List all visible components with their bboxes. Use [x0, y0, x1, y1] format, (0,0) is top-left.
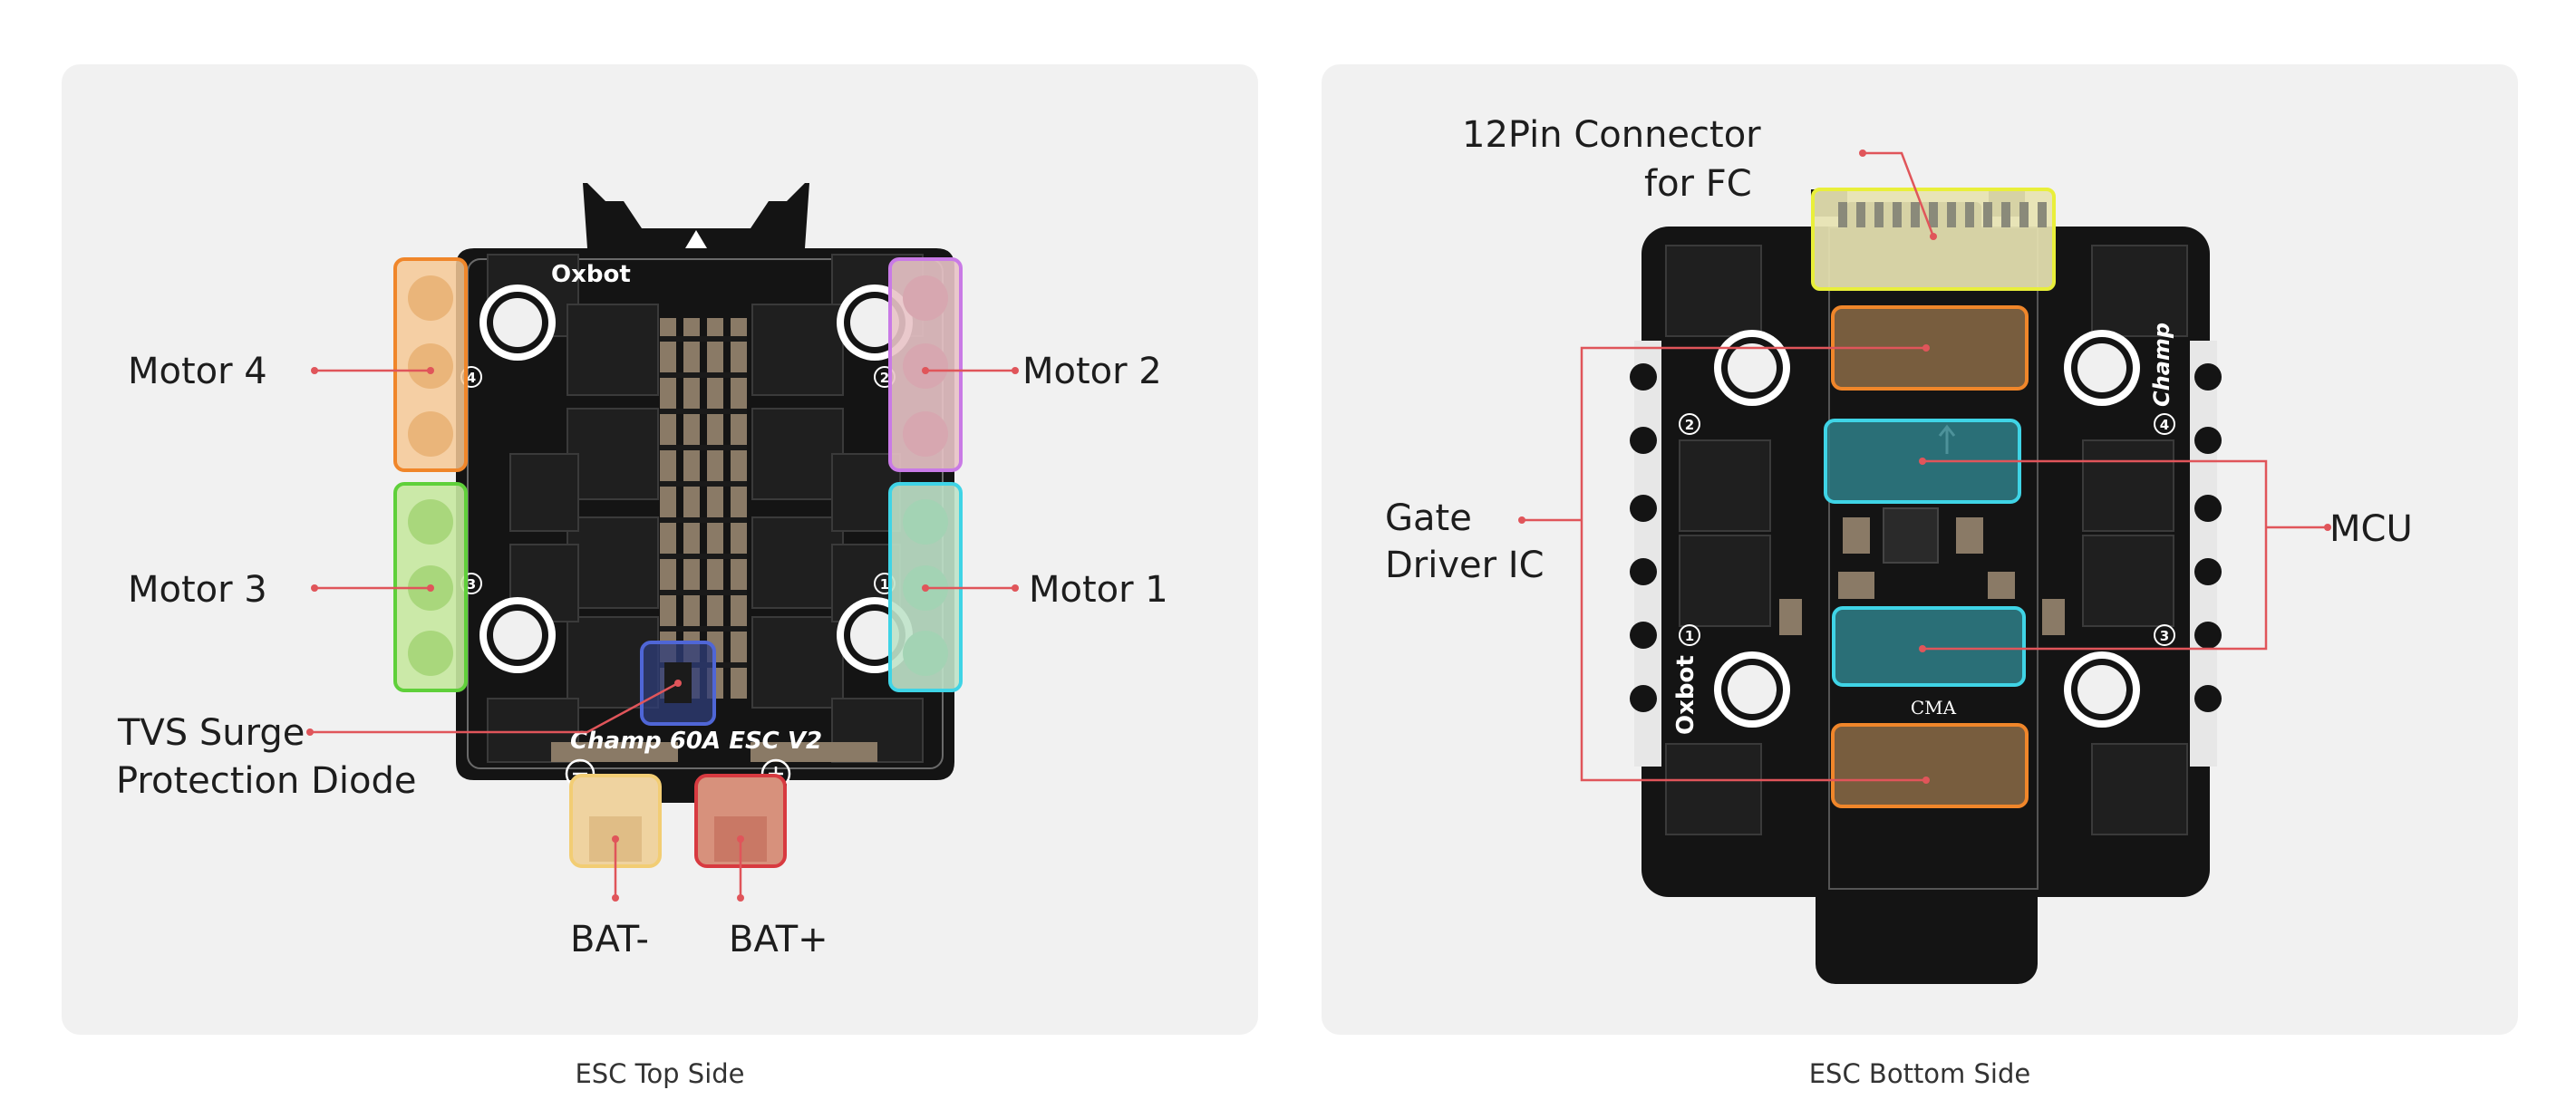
motor-4-pads	[393, 257, 468, 472]
gate-driver-ic-bottom	[1831, 723, 2029, 808]
label-gate-line1: Gate	[1385, 497, 1472, 539]
board-brand-top: Oxbot	[551, 261, 631, 288]
pad-number-4: 4	[467, 370, 476, 386]
pad-number-1: 1	[880, 576, 889, 593]
mcu-bottom	[1832, 606, 2026, 687]
esc-top-side-panel: 4 3 2 1 Oxbot Champ 60A ESC V2	[62, 64, 1258, 1035]
label-gate-line2: Driver IC	[1385, 545, 1545, 586]
bottom-pad-number-4: 4	[2160, 417, 2169, 433]
bottom-pad-number-3: 3	[2160, 628, 2169, 644]
board-brand-bottom: Oxbot	[1672, 655, 1700, 735]
battery-positive-pad	[694, 774, 787, 868]
label-motor-3: Motor 3	[128, 569, 267, 611]
label-motor-4: Motor 4	[128, 351, 267, 392]
caption-esc-top-side: ESC Top Side	[575, 1058, 745, 1089]
label-connector-line2: for FC	[1644, 163, 1752, 205]
board-model-bottom: Champ	[2149, 323, 2174, 407]
label-bat-negative: BAT-	[570, 919, 649, 960]
bottom-pad-number-2: 2	[1685, 417, 1694, 433]
motor-2-pads	[888, 257, 963, 472]
bottom-pcb-board: 2 4 1 3 Oxbot Champ CMA	[1630, 227, 2222, 984]
chip-marking: CMA	[1911, 697, 1957, 719]
pad-number-2: 2	[880, 370, 889, 386]
esc-bottom-side-panel: 2 4 1 3 Oxbot Champ CMA	[1322, 64, 2518, 1035]
esc-top-diagram: 4 3 2 1 Oxbot Champ 60A ESC V2	[116, 183, 1168, 960]
label-mcu: MCU	[2329, 508, 2413, 550]
bottom-leader-lines	[1518, 150, 2331, 784]
esc-bottom-diagram: 2 4 1 3 Oxbot Champ CMA	[1385, 114, 2413, 984]
bottom-pad-number-1: 1	[1685, 628, 1694, 644]
label-motor-1: Motor 1	[1029, 569, 1168, 611]
label-tvs-line2: Protection Diode	[116, 760, 416, 802]
pad-number-3: 3	[467, 576, 476, 593]
board-model-top: Champ 60A ESC V2	[570, 728, 822, 755]
label-connector-line1: 12Pin Connector	[1462, 114, 1761, 156]
caption-esc-bottom-side: ESC Bottom Side	[1808, 1058, 2031, 1089]
label-tvs-line1: TVS Surge	[117, 712, 305, 754]
label-bat-positive: BAT+	[729, 919, 828, 960]
top-leader-lines	[306, 367, 1019, 902]
label-motor-2: Motor 2	[1022, 351, 1162, 392]
